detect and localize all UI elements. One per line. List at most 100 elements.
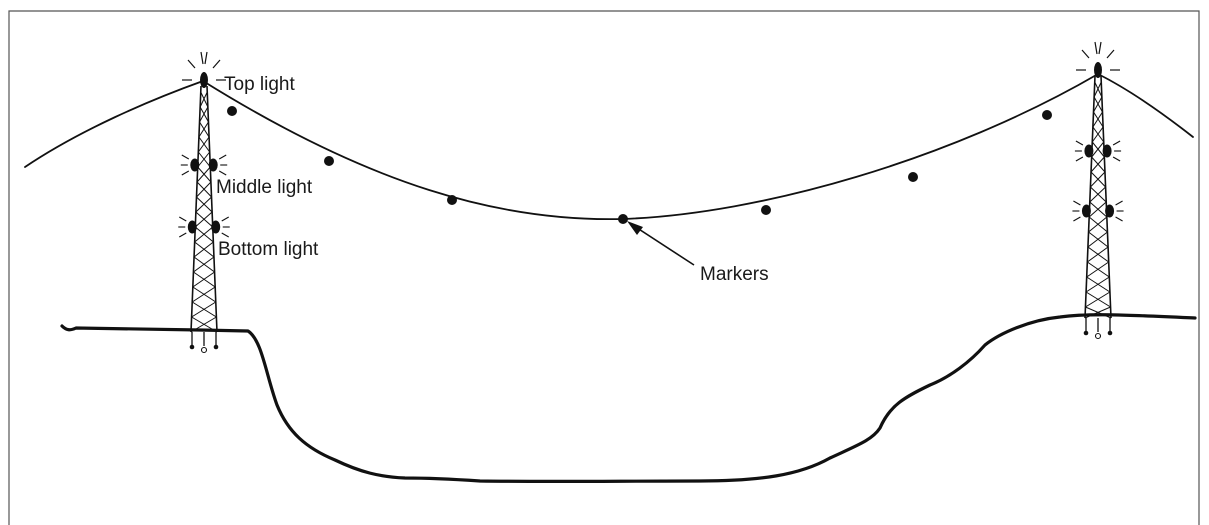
warning-light-icon — [182, 51, 226, 88]
conductor-left-span — [24, 80, 204, 168]
side-light-lamp — [208, 158, 218, 172]
light-ray — [200, 51, 204, 65]
tower-foot-dot — [189, 344, 195, 350]
tower-leg — [1084, 75, 1096, 319]
tower-leg — [1100, 75, 1112, 319]
tower-brace — [1088, 201, 1107, 218]
tower-brace — [1085, 276, 1110, 293]
tower-brace — [1088, 216, 1108, 233]
light-ray — [221, 216, 230, 222]
marker-ball-icon — [324, 156, 334, 166]
side-light-lamp — [1084, 144, 1094, 158]
marker-ball-icon — [761, 205, 771, 215]
transmission-tower-icon — [1072, 41, 1124, 340]
figure-frame — [8, 10, 1200, 525]
light-ray — [1106, 49, 1115, 59]
tower-brace — [199, 106, 209, 123]
markers-leader-arrowhead — [627, 221, 643, 235]
tower-brace — [1093, 96, 1103, 113]
tower-brace — [1094, 81, 1103, 98]
top-light-lamp — [200, 72, 208, 88]
light-ray — [178, 232, 187, 238]
light-ray — [1073, 200, 1081, 206]
side-light-lamp — [187, 220, 197, 234]
tower-brace — [195, 196, 212, 213]
marker-ball-icon — [227, 106, 237, 116]
conductor-right-span — [1097, 73, 1194, 138]
light-ray — [1075, 156, 1084, 162]
tower-leg — [206, 85, 218, 333]
ground-valley — [60, 313, 1197, 484]
tower-brace — [197, 136, 210, 153]
tower-brace — [199, 91, 208, 108]
tower-brace — [194, 226, 214, 243]
light-ray — [1081, 49, 1090, 59]
tower-foot-dot — [213, 344, 219, 350]
light-ray — [181, 170, 190, 176]
marker-ball-icon — [908, 172, 918, 182]
warning-light-icon — [1072, 200, 1124, 222]
tower-brace — [1093, 96, 1103, 113]
tower-ground-ring — [1094, 332, 1102, 340]
marker-ball-icon — [447, 195, 457, 205]
tower-foot-dot — [1083, 330, 1089, 336]
markers-leader — [627, 221, 695, 266]
side-light-lamp — [1081, 204, 1091, 218]
light-ray — [1115, 200, 1123, 206]
tower-brace — [194, 211, 213, 228]
tower-leg — [190, 85, 202, 333]
tower-brace — [1092, 126, 1105, 143]
tower-brace — [199, 106, 209, 123]
light-ray — [178, 216, 187, 222]
tower-brace — [200, 91, 209, 108]
conductor-main-span — [202, 73, 1099, 221]
warning-light-icon — [178, 216, 230, 238]
markers-leader-line — [630, 223, 695, 266]
warning-light-icon — [1074, 140, 1122, 162]
label-top-light: Top light — [224, 74, 295, 95]
light-ray — [221, 232, 230, 238]
tower-brace — [1090, 171, 1106, 188]
label-markers: Markers — [700, 264, 769, 285]
tower-brace — [199, 121, 210, 138]
light-ray — [187, 59, 196, 69]
light-ray — [181, 154, 190, 160]
warning-light-icon — [180, 154, 228, 176]
label-bottom-light: Bottom light — [218, 239, 319, 260]
light-ray — [1098, 41, 1102, 55]
tower-brace — [1091, 126, 1104, 143]
light-ray — [212, 59, 221, 69]
tower-brace — [1085, 291, 1111, 308]
light-ray — [1112, 140, 1121, 146]
tower-brace — [1089, 186, 1106, 203]
tower-brace — [1086, 261, 1109, 278]
light-ray — [204, 51, 208, 65]
tower-brace — [1087, 246, 1109, 263]
tower-brace — [1093, 81, 1102, 98]
tower-brace — [191, 286, 216, 303]
marker-ball-icon — [618, 214, 628, 224]
light-ray — [1075, 140, 1084, 146]
transmission-tower-icon — [178, 51, 230, 354]
tower-foot-dot — [1107, 330, 1113, 336]
light-ray — [218, 170, 227, 176]
light-ray — [1073, 216, 1081, 222]
light-ray — [218, 154, 227, 160]
marker-balls — [227, 106, 1052, 224]
tower-brace — [197, 151, 211, 168]
tower-brace — [198, 121, 209, 138]
label-middle-light: Middle light — [216, 177, 313, 198]
tower-brace — [1084, 306, 1111, 319]
light-ray — [1115, 216, 1123, 222]
tower-brace — [190, 316, 217, 333]
tower-brace — [192, 271, 215, 288]
tower-brace — [1090, 156, 1105, 173]
side-light-lamp — [190, 158, 200, 172]
top-light-lamp — [1094, 62, 1102, 78]
side-light-lamp — [1102, 144, 1112, 158]
marker-ball-icon — [1042, 110, 1052, 120]
tower-brace — [193, 241, 214, 258]
warning-light-icon — [1076, 41, 1120, 78]
